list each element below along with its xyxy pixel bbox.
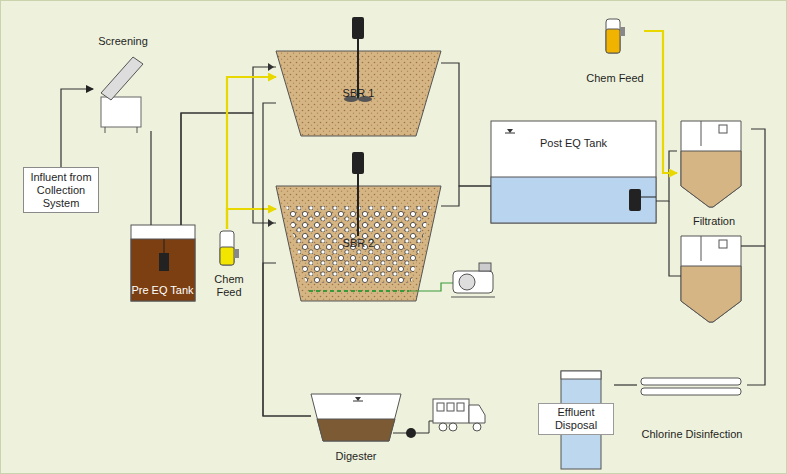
chemical-line	[227, 209, 276, 229]
pipe-line	[61, 89, 93, 167]
equalization-tank: Pre EQ Tank	[128, 225, 197, 301]
node-label: Chlorine Disinfection	[642, 428, 743, 441]
node-label: Chem Feed	[586, 72, 643, 85]
node-label: Screening	[98, 35, 148, 48]
source-box: Influent from Collection System	[23, 167, 99, 213]
pipe-line	[263, 103, 311, 416]
pipe-line	[263, 263, 311, 416]
effluent-tank: Effluent Disposal	[538, 369, 614, 469]
screening-unit: Screening	[93, 35, 153, 131]
pipe-line	[441, 63, 491, 186]
node-label: Digester	[336, 450, 377, 463]
node-label: Effluent Disposal	[538, 403, 614, 435]
pipe-line	[747, 129, 765, 385]
chemical-feed: Chem Feed	[586, 17, 644, 85]
pipe-line	[441, 186, 491, 206]
equalization-tank: Post EQ Tank	[491, 121, 656, 223]
sbr-tank: SBR 2	[276, 184, 441, 302]
pipe-line	[181, 67, 276, 225]
pipe-line	[656, 151, 677, 201]
chemical-feed: Chem Feed	[203, 229, 255, 299]
disinfection-unit: Chlorine Disinfection	[637, 373, 747, 445]
node-label: Pre EQ Tank	[131, 284, 193, 297]
node-label: Filtration	[693, 215, 735, 228]
filter-unit: Filtration	[677, 116, 751, 326]
node-label: Post EQ Tank	[540, 137, 607, 150]
digester-tank: Digester	[311, 391, 401, 465]
sbr-tank: SBR 1	[276, 49, 441, 137]
node-label: SBR 1	[343, 87, 375, 100]
node-label: Influent from Collection System	[24, 171, 98, 210]
pipe-line	[150, 131, 151, 225]
pipe-line	[614, 384, 637, 385]
chemical-line	[644, 31, 677, 173]
node-label: Chem Feed	[203, 273, 255, 299]
node-label: SBR 2	[343, 237, 375, 250]
chemical-line	[227, 77, 276, 229]
